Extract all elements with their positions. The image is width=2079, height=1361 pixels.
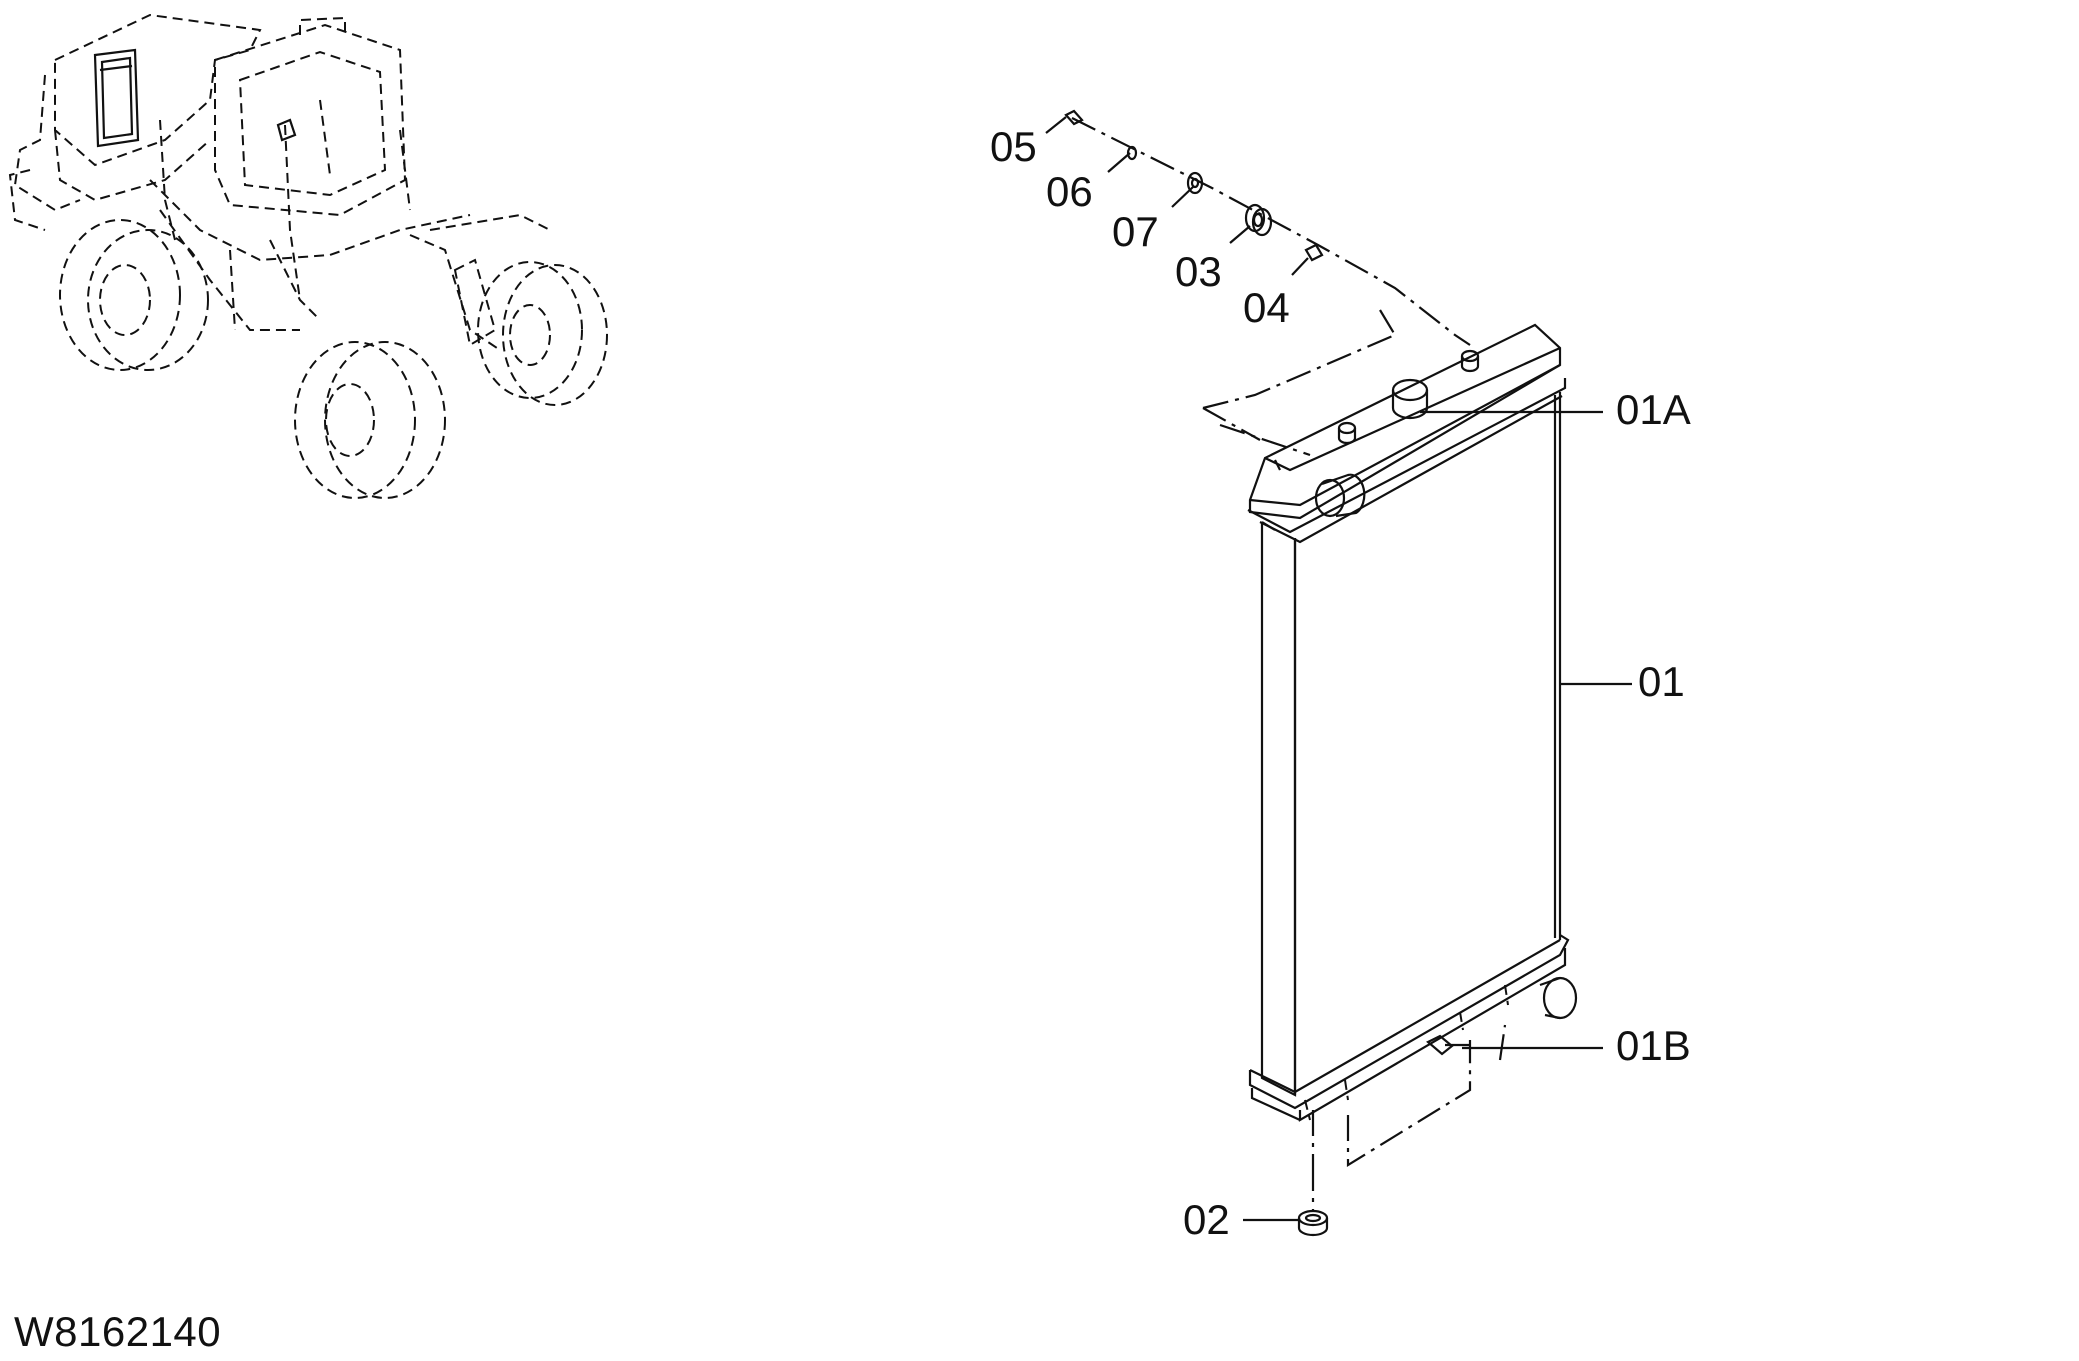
machine-overview-illustration	[8, 13, 608, 499]
leader-lines	[1243, 410, 1632, 1222]
callout-01: 01	[1638, 658, 1685, 705]
callout-04: 04	[1243, 284, 1290, 331]
document-id: W8162140	[14, 1308, 222, 1355]
callout-01a: 01A	[1616, 386, 1691, 433]
callout-07: 07	[1112, 208, 1159, 255]
callout-labels: 05 06 07 03 04 01A 01 01B 02	[990, 123, 1691, 1243]
callout-03: 03	[1175, 248, 1222, 295]
callout-01b: 01B	[1616, 1022, 1691, 1069]
radiator-illustration	[1202, 309, 1578, 1237]
cap-assembly-exploded	[1045, 109, 1471, 346]
callout-06: 06	[1046, 168, 1093, 215]
callout-02: 02	[1183, 1196, 1230, 1243]
callout-05: 05	[990, 123, 1037, 170]
